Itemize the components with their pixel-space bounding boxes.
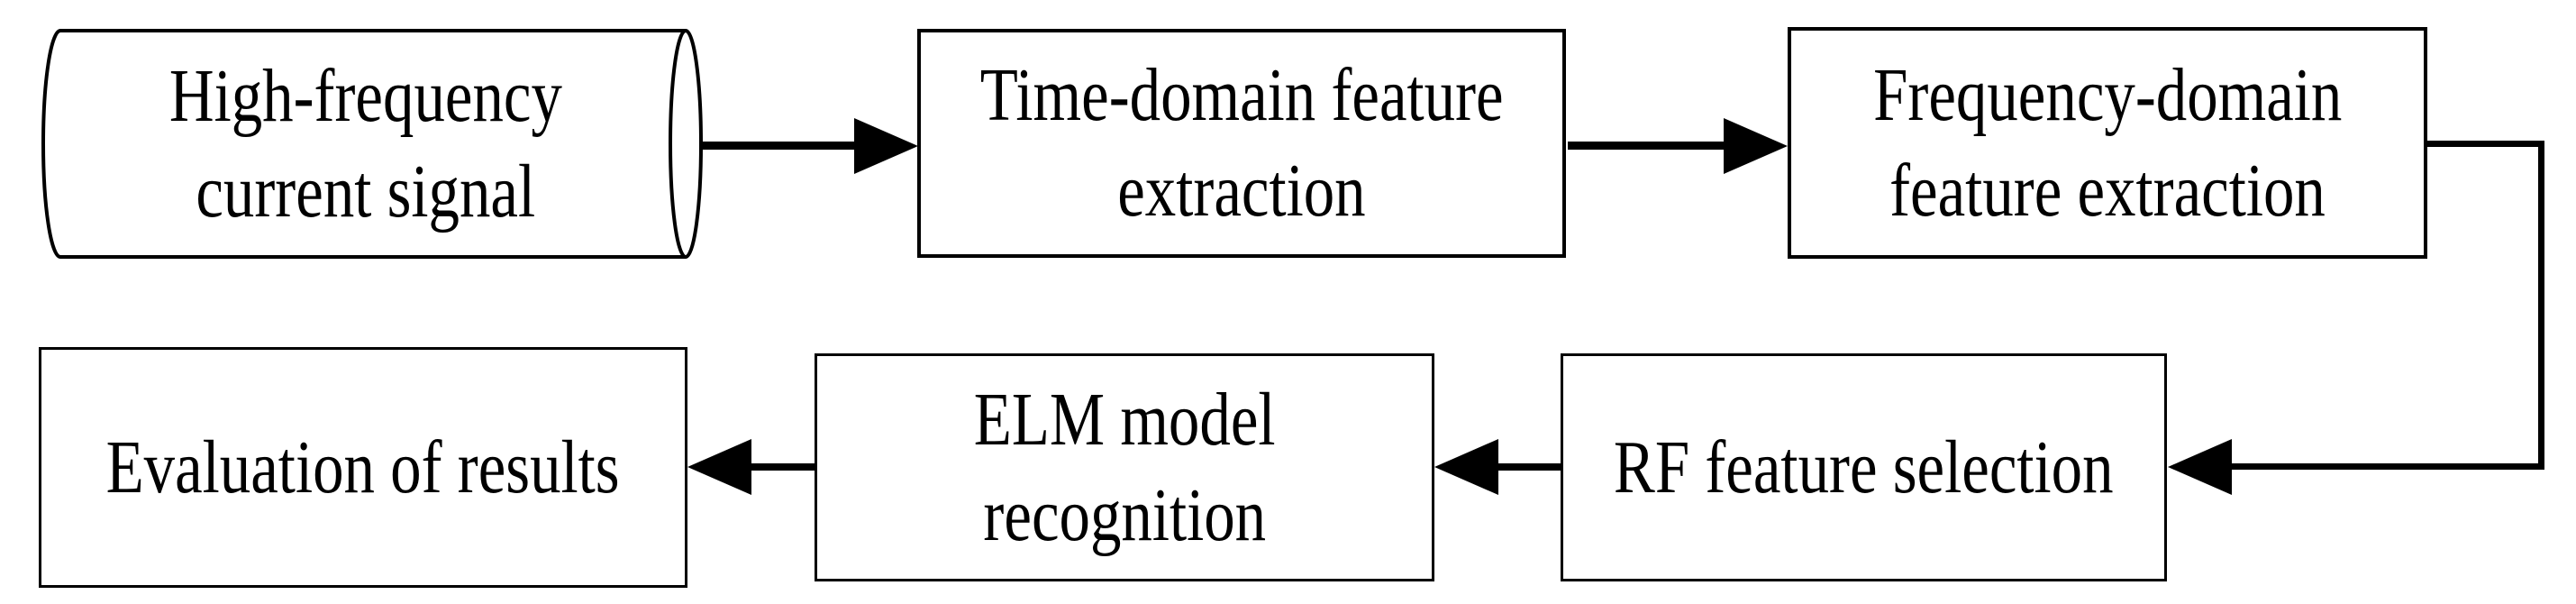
node-label-line: Frequency-domain [1872, 52, 2343, 137]
arrowhead-left-icon [687, 439, 751, 495]
node-label-line: Time-domain feature [979, 53, 1504, 137]
arrowhead-right-icon [1724, 118, 1788, 174]
arrow-shaft [748, 463, 817, 471]
node-label-line: RF feature selection [1614, 425, 2114, 509]
arrowhead-right-icon [854, 118, 918, 174]
arrow-shaft [2538, 141, 2544, 470]
arrowhead-left-icon [1434, 439, 1498, 495]
arrowhead-left-icon [2168, 439, 2232, 495]
arrow-shaft [1568, 142, 1725, 150]
node-frequency-domain-feature-extraction: Frequency-domain feature extraction [1788, 27, 2427, 259]
node-label-line: High-frequency [168, 54, 563, 138]
node-high-frequency-current-signal: High-frequency current signal [60, 31, 671, 258]
node-label-line: Evaluation of results [105, 425, 621, 509]
node-time-domain-feature-extraction: Time-domain feature extraction [917, 29, 1566, 258]
node-label-line: extraction [1117, 149, 1366, 233]
arrow-shaft [699, 142, 856, 150]
arrow-shaft [2226, 463, 2544, 470]
node-label-line: recognition [983, 472, 1266, 557]
arrow-shaft [2427, 141, 2544, 147]
node-label-line: ELM model [973, 377, 1276, 462]
node-rf-feature-selection: RF feature selection [1561, 353, 2167, 581]
node-label-line: current signal [196, 150, 536, 233]
node-evaluation-of-results: Evaluation of results [39, 347, 687, 588]
arrow-shaft [1495, 463, 1563, 471]
node-label-line: feature extraction [1889, 148, 2326, 233]
node-elm-model-recognition: ELM model recognition [815, 353, 1434, 581]
